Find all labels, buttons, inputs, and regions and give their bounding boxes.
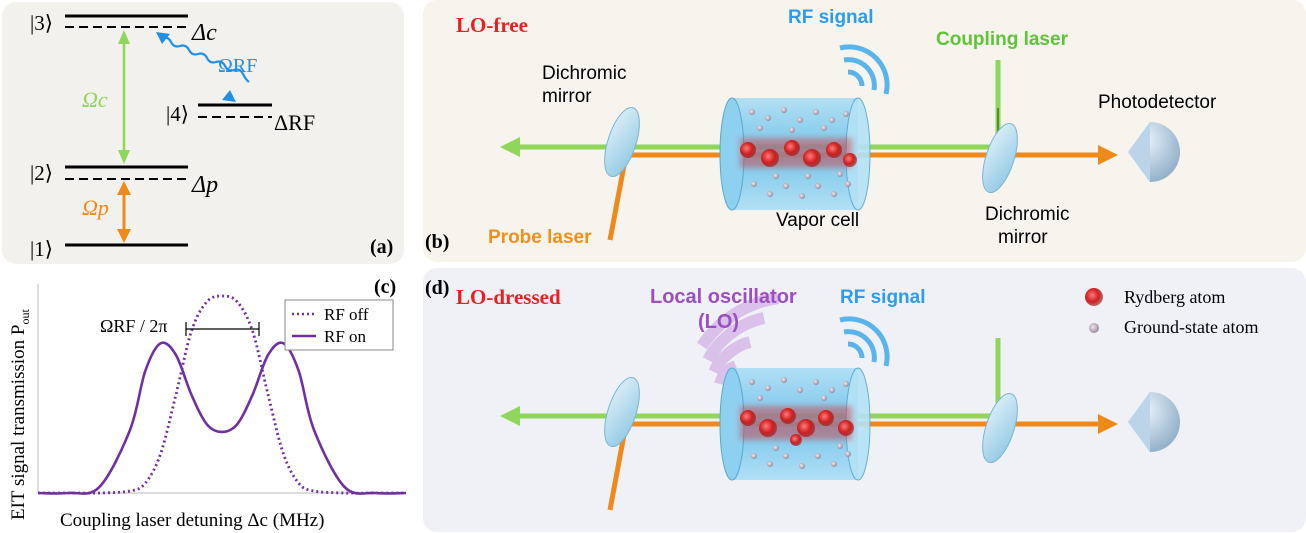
legend-box	[284, 299, 394, 351]
rf-signal-waves-d	[839, 316, 890, 367]
panel-c-tag: (c)	[374, 276, 396, 298]
dichroic-right-label-line2: mirror	[998, 227, 1048, 248]
vapor-cell-d	[719, 367, 871, 481]
delta-c-label: Δc	[191, 20, 217, 46]
photodetector-d	[1128, 392, 1180, 452]
omega-p-label: Ωp	[82, 195, 109, 220]
energy-level-panel	[2, 2, 404, 264]
omega-c-label: Ωc	[82, 87, 108, 112]
coupling-transition-arrow	[118, 30, 130, 164]
chart-legend: RF off RF on	[284, 299, 394, 351]
probe-laser-label: Probe laser	[488, 227, 592, 248]
rf-signal-label-b: RF signal	[788, 7, 874, 28]
level-2-label: |2⟩	[30, 161, 53, 185]
energy-level-diagram: |3⟩ |4⟩ |2⟩ |1⟩ Δc ΔRF Δp Ωc ΩRF Ωp (a)	[30, 11, 393, 261]
delta-p-label: Δp	[191, 172, 218, 198]
lo-free-setup: LO-free RF signal Coupling laser Dichrom…	[425, 7, 1217, 253]
coupling-beam-arrowhead	[500, 137, 520, 157]
legend-rydberg-atom: Rydberg atom	[1124, 287, 1225, 307]
probe-transition-arrow	[117, 181, 131, 243]
photodetector-label: Photodetector	[1098, 92, 1217, 113]
panel-d-tag: (d)	[425, 277, 449, 299]
eit-transmission-chart: ΩRF / 2π RF off RF on EIT signal transmi…	[8, 276, 407, 531]
series-line-rf-on	[37, 341, 407, 495]
coupling-laser-label: Coupling laser	[936, 29, 1069, 50]
dichroic-mirror-left	[604, 106, 640, 178]
legend-rf-on: RF on	[324, 327, 367, 346]
dichroic-mirror-right	[982, 122, 1018, 194]
rf-signal-waves	[839, 44, 890, 95]
probe-beam-arrowhead	[1098, 145, 1118, 165]
level-1-label: |1⟩	[30, 237, 53, 261]
lo-dressed-setup: Rydberg atom Ground-state atom (d) LO-dr…	[425, 277, 1258, 511]
photodetector	[1128, 122, 1180, 182]
level-4-label: |4⟩	[166, 102, 189, 126]
lo-free-label: LO-free	[456, 13, 528, 37]
dichroic-left-label-line1: Dichromic	[542, 63, 626, 84]
legend-ground-state-atom: Ground-state atom	[1124, 317, 1258, 337]
chart-series-layer	[37, 294, 407, 495]
vapor-cell	[719, 97, 871, 211]
lo-label-line2: (LO)	[698, 311, 739, 333]
dichroic-right-label-line1: Dichromic	[985, 204, 1069, 225]
lo-waves	[697, 292, 779, 386]
splitting-annotation: ΩRF / 2π	[100, 316, 167, 336]
chart-y-label: EIT signal transmission Pout	[8, 309, 32, 520]
probe-beam-arrowhead-d	[1098, 414, 1118, 434]
panel-a-tag: (a)	[370, 236, 393, 258]
lo-dressed-label: LO-dressed	[456, 285, 561, 309]
legend-rf-off: RF off	[324, 305, 369, 324]
vapor-cell-label: Vapor cell	[776, 210, 859, 231]
dichroic-mirror-right-d	[982, 392, 1018, 464]
panel-b-tag: (b)	[425, 231, 449, 253]
dichroic-left-label-line2: mirror	[542, 86, 592, 107]
rydberg-atom-icon	[1085, 288, 1103, 306]
lo-label-line1: Local oscillator	[650, 286, 797, 308]
delta-rf-label: ΔRF	[274, 110, 315, 135]
ground-state-atom-icon	[1089, 323, 1099, 333]
splitting-bracket	[185, 322, 260, 336]
dichroic-mirror-left-d	[604, 376, 640, 448]
level-3-label: |3⟩	[30, 11, 53, 35]
rf-signal-label-d: RF signal	[840, 287, 926, 308]
omega-rf-label: ΩRF	[218, 55, 257, 77]
rf-transition-arrow	[156, 32, 250, 102]
chart-x-label: Coupling laser detuning Δc (MHz)	[60, 510, 324, 531]
coupling-beam-arrowhead-d	[500, 406, 520, 426]
